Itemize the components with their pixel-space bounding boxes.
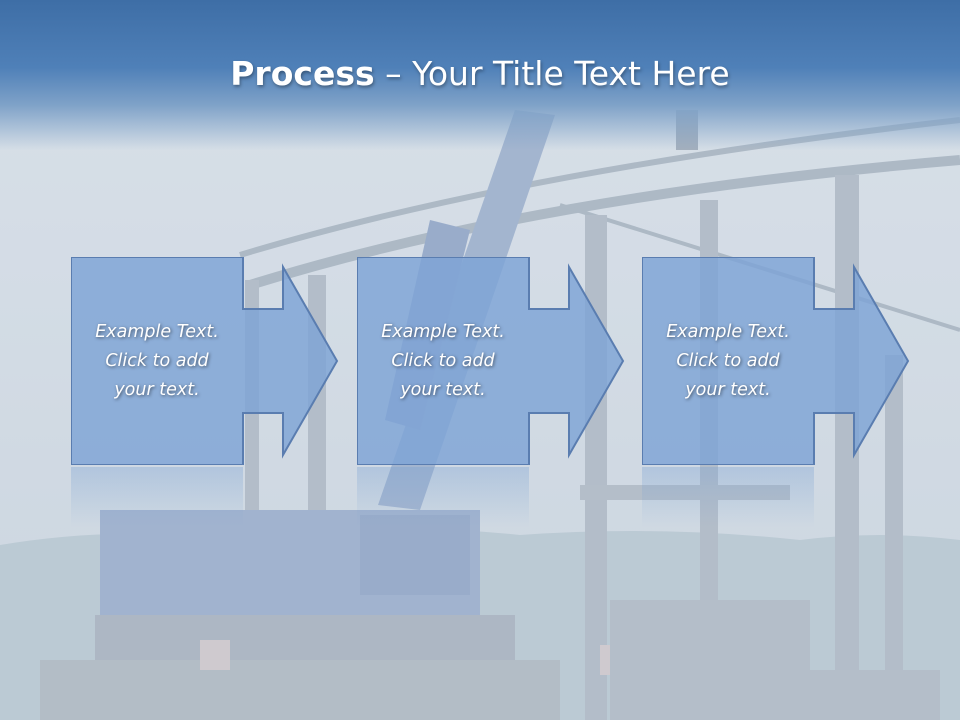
title-rest: – Your Title Text Here (374, 54, 730, 93)
slide-title[interactable]: Process – Your Title Text Here (0, 52, 960, 96)
step-shape (357, 257, 625, 465)
crane-truck (40, 510, 625, 720)
site-equipment (580, 485, 940, 720)
step-shape (71, 257, 339, 465)
step-reflection (71, 467, 243, 527)
step-text[interactable]: Example Text. Click to add your text. (381, 321, 505, 400)
step-reflection (357, 467, 529, 527)
step-text[interactable]: Example Text. Click to add your text. (666, 321, 790, 400)
process-step-1[interactable]: Example Text. Click to add your text. (71, 257, 339, 465)
process-step-3[interactable]: Example Text. Click to add your text. (642, 257, 910, 465)
process-step-2[interactable]: Example Text. Click to add your text. (357, 257, 625, 465)
step-text[interactable]: Example Text. Click to add your text. (95, 321, 219, 400)
title-band (0, 0, 960, 150)
step-reflection (642, 467, 814, 527)
step-shape (642, 257, 910, 465)
title-bold: Process (230, 54, 375, 93)
